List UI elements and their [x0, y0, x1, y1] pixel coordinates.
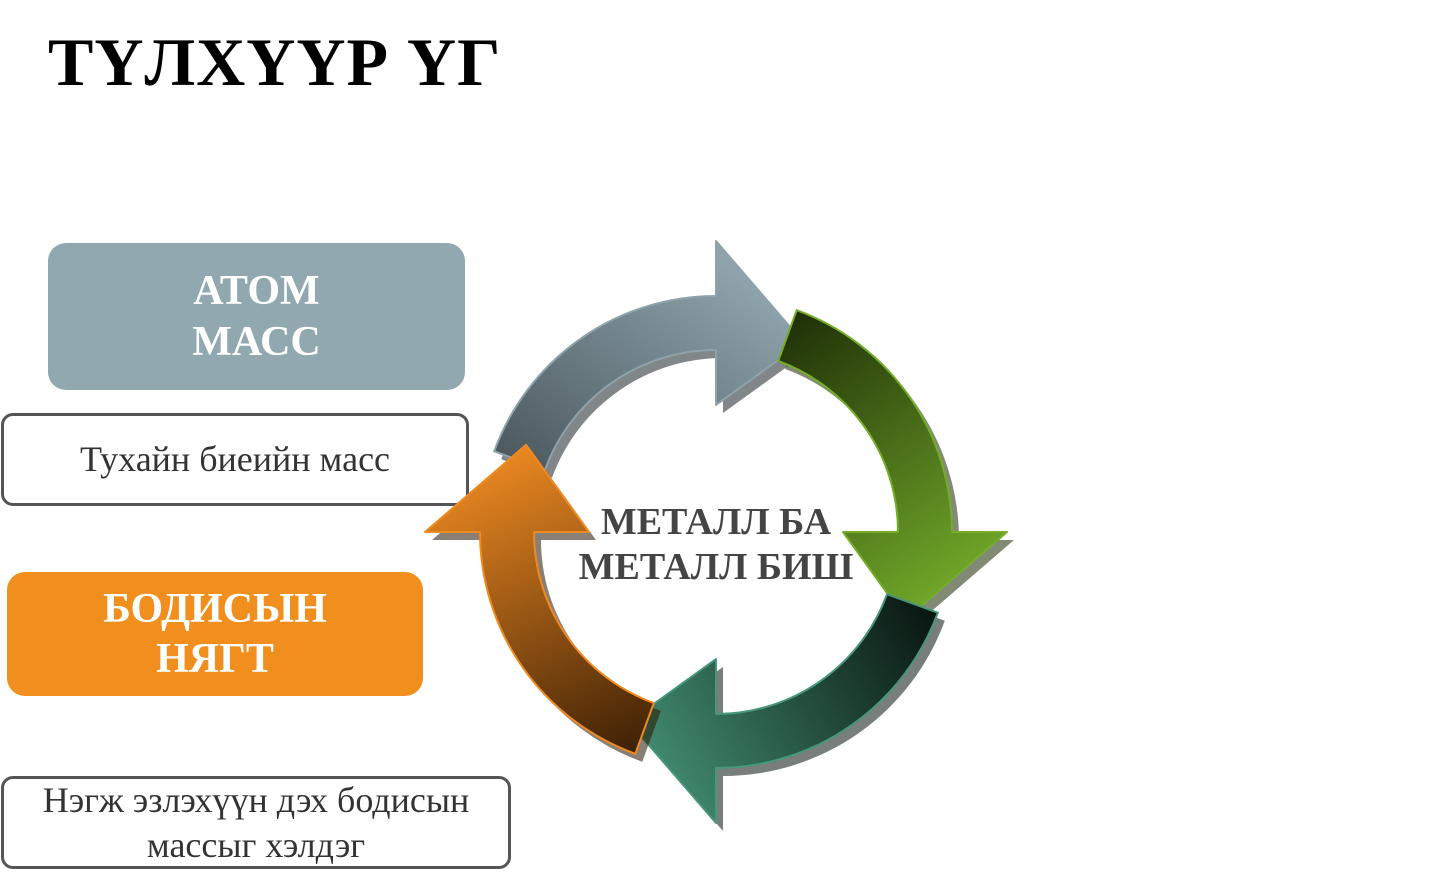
density-term-line-1: БОДИСЫН [103, 585, 327, 632]
gray-arrow [493, 240, 805, 471]
atom-mass-term-box: АТОМ МАСС [48, 243, 465, 390]
orange-arrow [424, 443, 655, 755]
page-title: ТҮЛХҮҮР ҮГ [48, 24, 502, 100]
density-definition-line-2: массыг хэлдэг [146, 824, 366, 865]
atom-mass-term-line-1: АТОМ [193, 268, 320, 315]
atom-mass-definition-box: Тухайн биеийн масс [1, 413, 469, 506]
atom-mass-definition-line-1: Тухайн биеийн масс [79, 439, 391, 479]
cycle-diagram [424, 240, 1014, 831]
green-arrow [777, 309, 1008, 621]
density-term-line-2: НЯГТ [156, 636, 274, 682]
density-term-box: БОДИСЫН НЯГТ [7, 572, 423, 696]
density-definition-box: Нэгж эзлэхүүн дэх бодисын массыг хэлдэг [1, 776, 511, 869]
cycle-center-label: МЕТАЛЛ БА МЕТАЛЛ БИШ [566, 500, 866, 590]
atom-mass-term-line-2: МАСС [192, 318, 321, 365]
density-definition-line-1: Нэгж эзлэхүүн дэх бодисын [42, 779, 470, 820]
cycle-center-line-2: МЕТАЛЛ БИШ [578, 545, 854, 588]
teal-arrow [627, 593, 939, 824]
cycle-center-line-1: МЕТАЛЛ БА [600, 501, 832, 543]
